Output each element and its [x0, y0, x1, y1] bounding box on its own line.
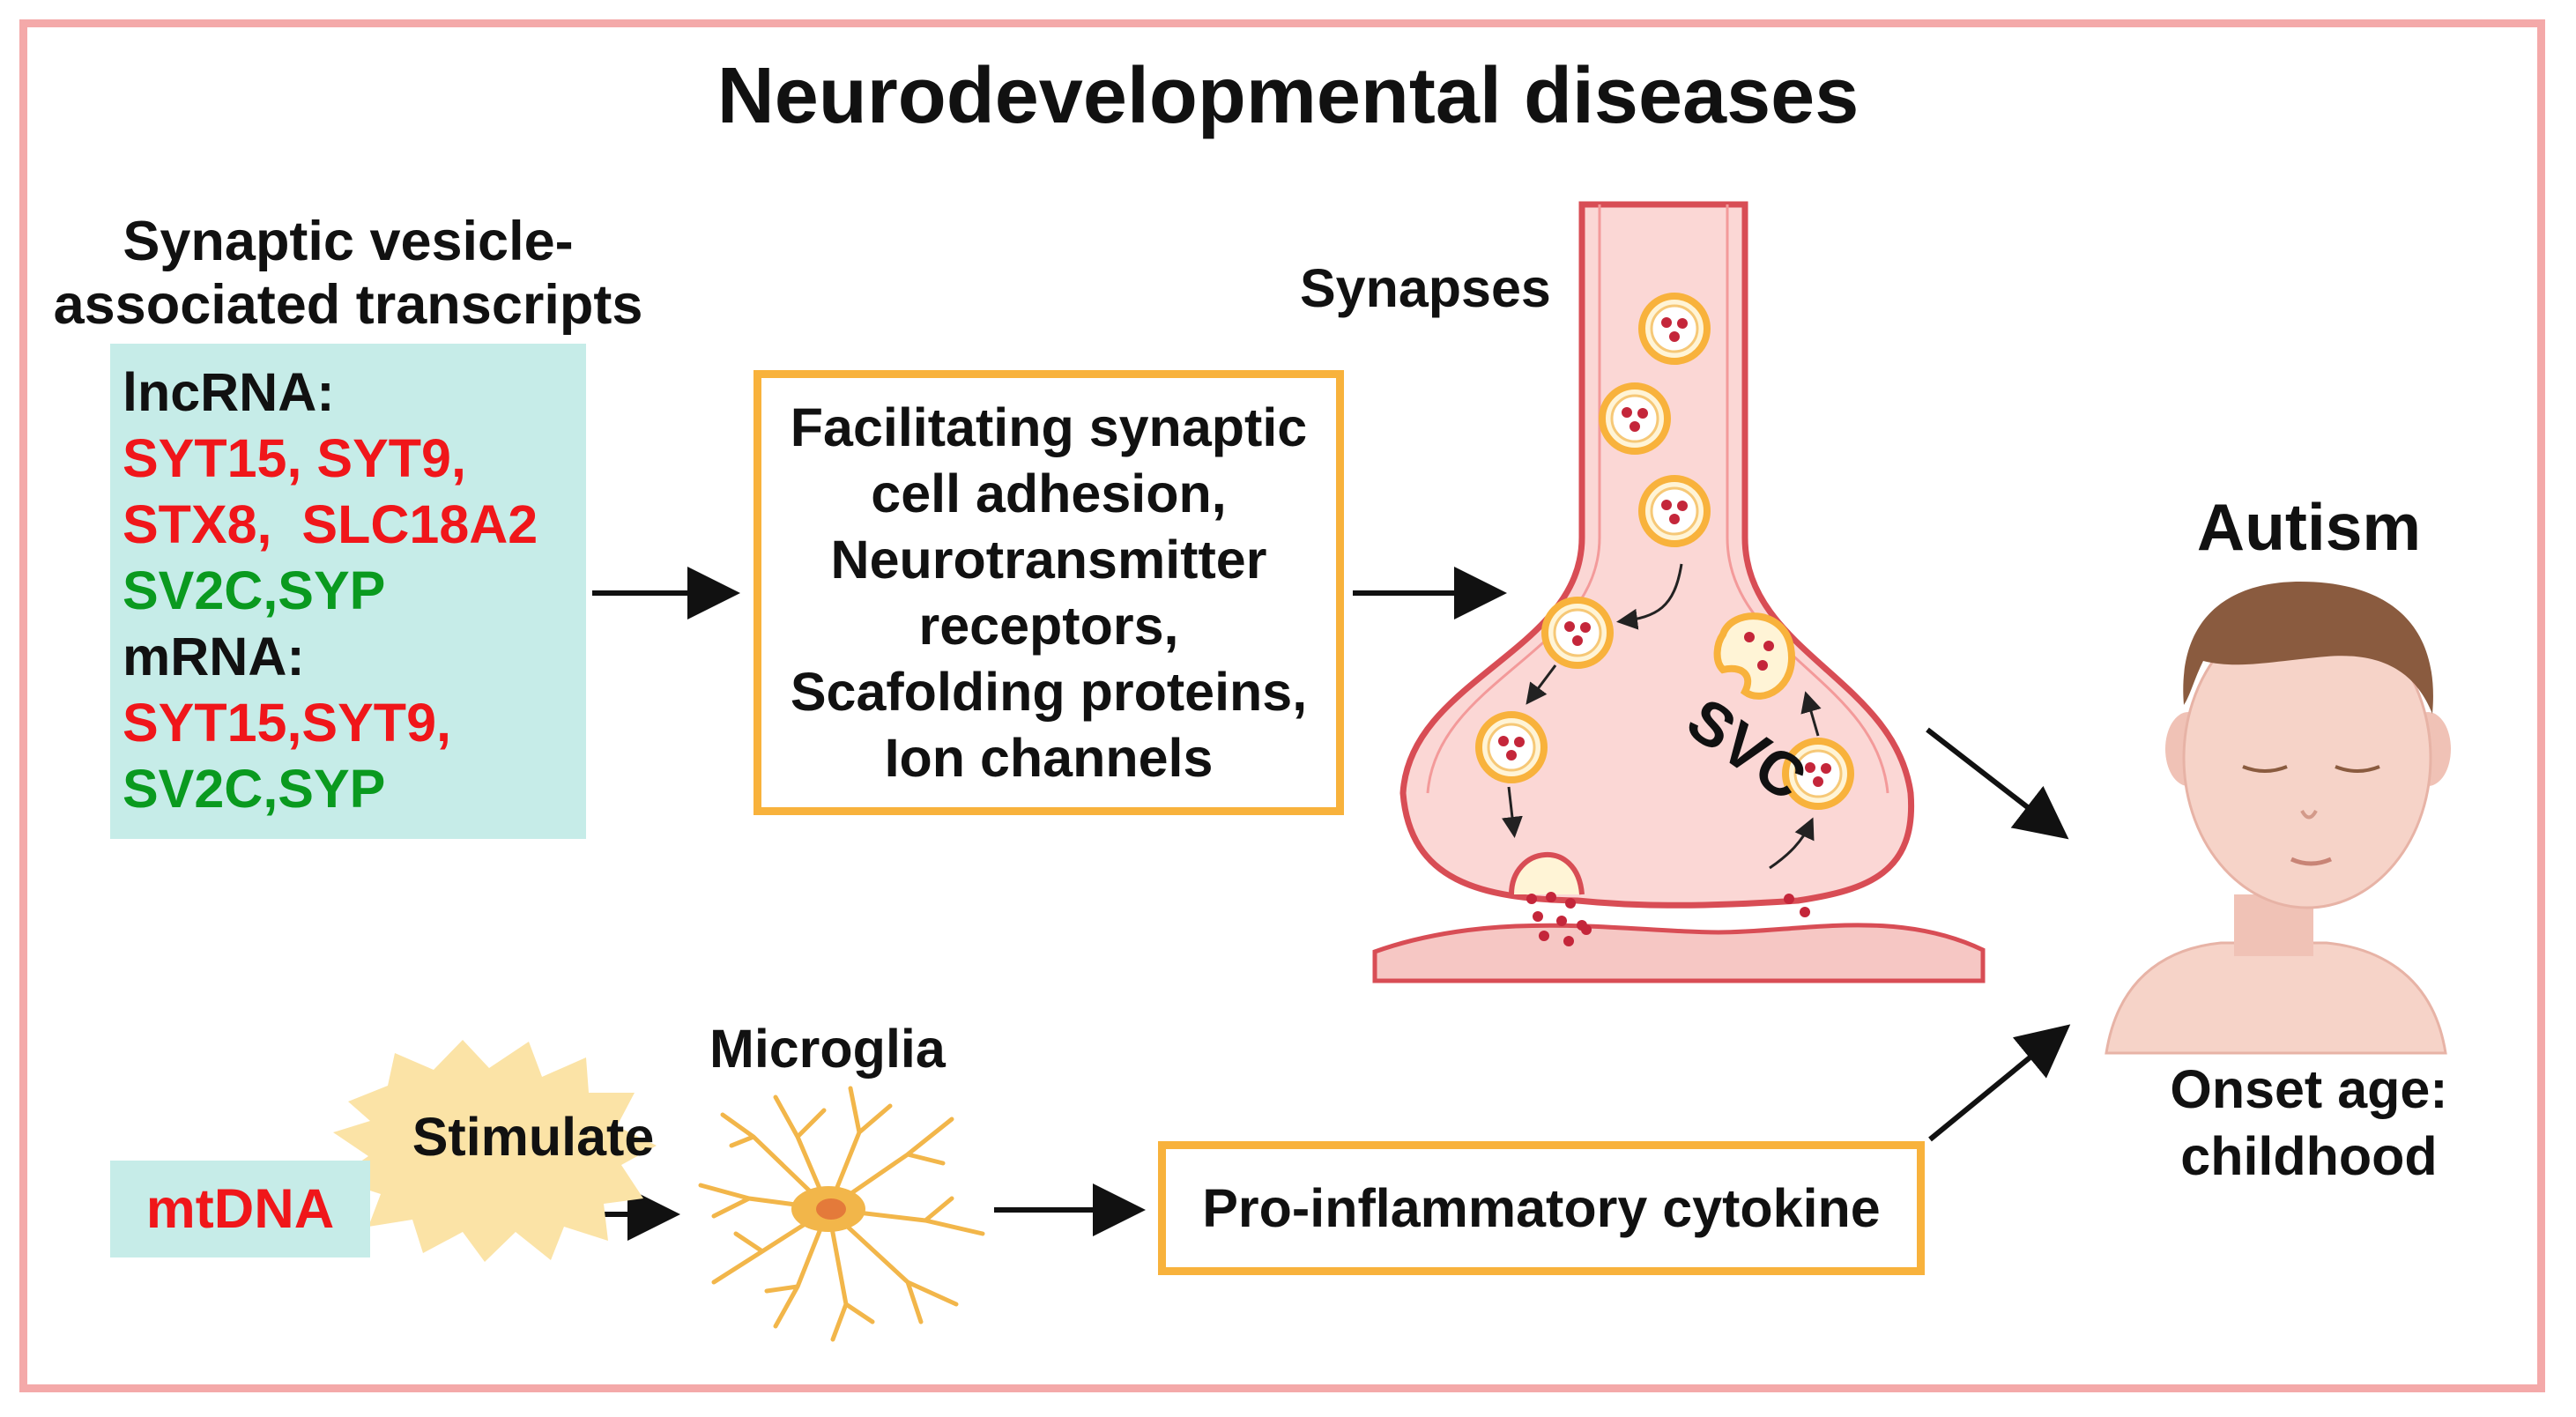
diagram-title: Neurodevelopmental diseases	[716, 52, 1860, 140]
mrna-red-genes: SYT15,SYT9,	[122, 693, 451, 753]
function-line-3: Neurotransmitter	[830, 529, 1267, 590]
mtdna-box: mtDNA	[110, 1161, 370, 1257]
synapse-illustration	[1372, 201, 1986, 983]
mrna-green-genes: SV2C,SYP	[122, 759, 386, 819]
microglia-cell	[698, 1086, 985, 1342]
transcripts-heading: Synaptic vesicle- associated transcripts	[53, 210, 643, 337]
autism-label: Autism	[2196, 490, 2422, 564]
function-line-6: Ion channels	[884, 727, 1214, 788]
stimulate-label: Stimulate	[412, 1107, 655, 1167]
mrna-label: mRNA:	[122, 627, 305, 686]
transcripts-box: lncRNA: SYT15, SYT9, STX8, SLC18A2 SV2C,…	[110, 344, 586, 839]
lncrna-red-genes-1: SYT15, SYT9,	[122, 428, 466, 488]
lncrna-label: lncRNA:	[122, 362, 335, 422]
lncrna-red-genes-2: STX8, SLC18A2	[122, 494, 538, 554]
function-line-2: cell adhesion,	[871, 463, 1227, 523]
lncrna-green-genes: SV2C,SYP	[122, 560, 386, 620]
synapses-label: Synapses	[1300, 258, 1551, 318]
child-illustration	[2105, 582, 2451, 1055]
onset-age-line2: childhood	[2180, 1126, 2438, 1186]
function-line-5: Scafolding proteins,	[790, 661, 1308, 722]
onset-age: Onset age: childhood	[2106, 1056, 2512, 1190]
transcripts-heading-line2: associated transcripts	[53, 274, 643, 336]
function-line-4: receptors,	[918, 595, 1179, 656]
synaptic-functions-box: Facilitating synaptic cell adhesion, Neu…	[753, 370, 1344, 815]
arrow-cytokine-to-autism	[1928, 1024, 2071, 1142]
arrow-synapse-to-autism	[1926, 727, 2069, 840]
figure-frame	[19, 19, 2545, 1392]
transcripts-heading-line1: Synaptic vesicle-	[122, 211, 574, 272]
onset-age-line1: Onset age:	[2170, 1059, 2448, 1119]
microglia-label: Microglia	[709, 1019, 946, 1079]
function-line-1: Facilitating synaptic	[790, 397, 1308, 457]
cytokine-box: Pro-inflammatory cytokine	[1158, 1141, 1925, 1275]
stimulate-burst	[333, 1040, 657, 1262]
